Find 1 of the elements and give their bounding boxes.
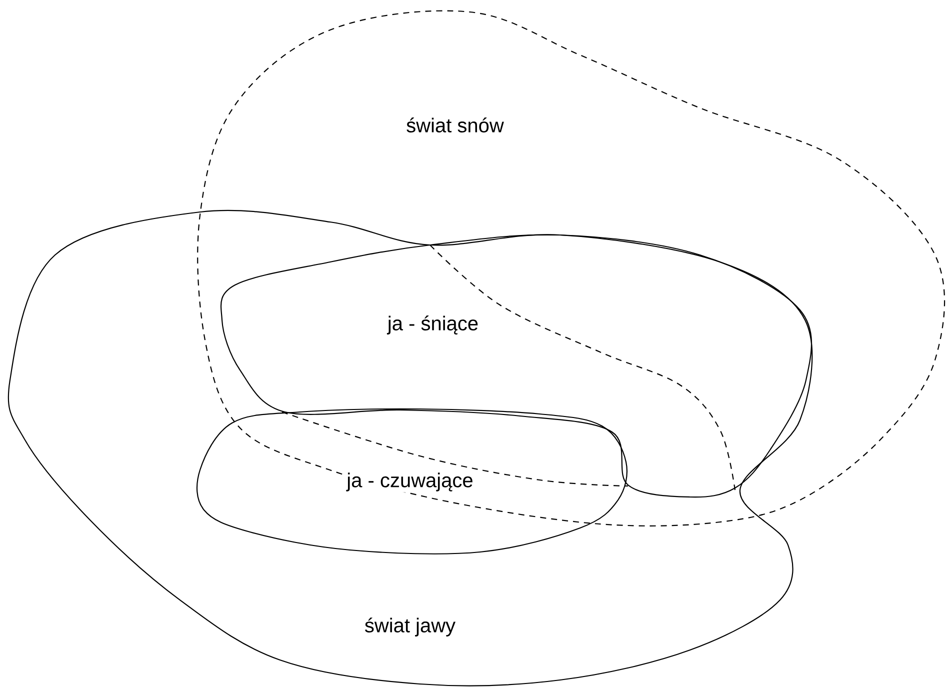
region-outline: ja - czuwające [196,408,628,554]
